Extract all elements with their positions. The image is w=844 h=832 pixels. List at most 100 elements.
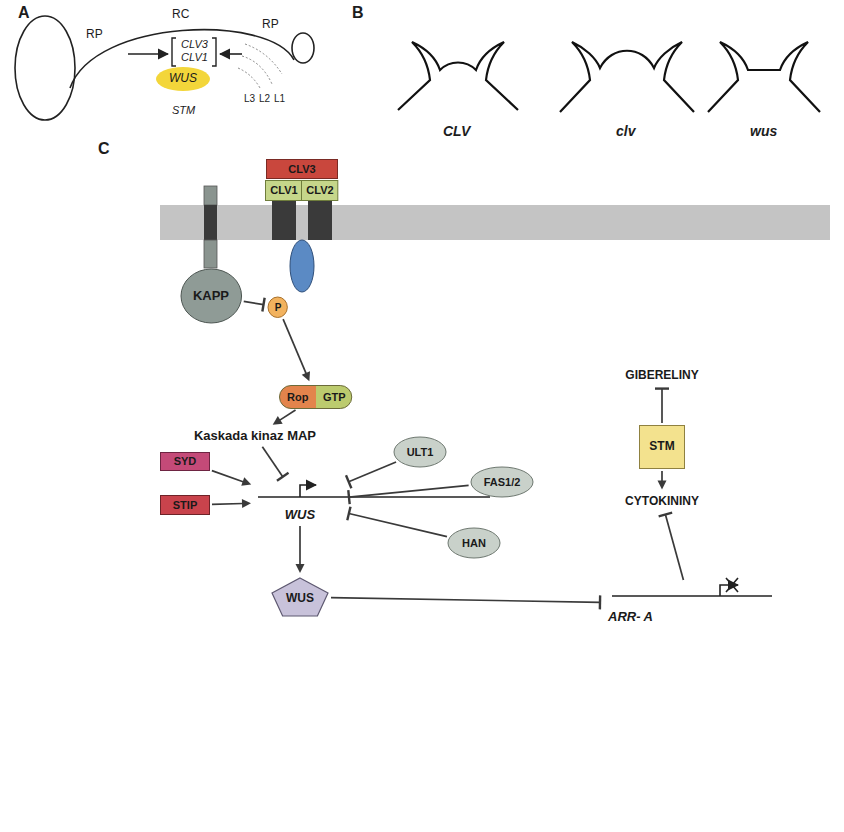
inhibition-bar bbox=[347, 507, 350, 521]
connector-line bbox=[349, 485, 469, 497]
inhibition-connector bbox=[347, 507, 447, 537]
ellipse-outline bbox=[394, 437, 446, 467]
promoter-arrow bbox=[300, 485, 316, 497]
node-text: FAS1/2 bbox=[484, 476, 521, 488]
inhibition-bar bbox=[659, 513, 673, 517]
connector-line bbox=[212, 471, 244, 482]
inhibition-connector bbox=[262, 447, 288, 481]
pentagon-outline bbox=[272, 578, 328, 616]
node-text: STIP bbox=[173, 499, 197, 511]
node-text: CLV2 bbox=[306, 184, 333, 196]
meristem-outline bbox=[708, 42, 820, 112]
bracket bbox=[212, 38, 216, 66]
node-text: Rop bbox=[279, 391, 316, 403]
box-outline bbox=[640, 426, 685, 469]
region-label: RC bbox=[172, 8, 189, 21]
leaf-primordium bbox=[15, 16, 75, 120]
promoter-arrow bbox=[720, 585, 738, 596]
inhibition-connector bbox=[331, 595, 600, 609]
ellipse-outline bbox=[156, 67, 210, 91]
arrowhead bbox=[296, 564, 305, 573]
gene-label: CLV1 bbox=[181, 51, 208, 63]
connector-line bbox=[665, 514, 683, 580]
activation-connector bbox=[212, 471, 251, 486]
activation-connector bbox=[296, 526, 305, 573]
expression-zone: WUS bbox=[155, 66, 211, 92]
node-text: KAPP bbox=[193, 289, 229, 303]
inhibition-connector bbox=[655, 389, 669, 423]
node-text: WUS bbox=[286, 592, 314, 605]
node-text: HAN bbox=[462, 537, 486, 549]
connector-line bbox=[349, 514, 447, 537]
protein-pentagon: WUS bbox=[271, 577, 329, 617]
layer-label: L1 bbox=[274, 93, 285, 104]
arrowhead bbox=[241, 477, 251, 485]
signal-arrow bbox=[128, 53, 168, 55]
kapp-anchor bbox=[204, 186, 217, 205]
box-outline bbox=[161, 452, 210, 470]
arrowhead bbox=[302, 371, 310, 381]
connector-line bbox=[283, 319, 306, 374]
activation-connector bbox=[273, 410, 296, 425]
kapp-anchor bbox=[204, 240, 217, 268]
connector-line bbox=[262, 447, 282, 477]
cell-membrane bbox=[160, 205, 830, 240]
activation-connector bbox=[283, 319, 310, 381]
ellipse-outline bbox=[448, 528, 500, 558]
connector-line bbox=[244, 301, 264, 304]
layer-label: L2 bbox=[259, 93, 270, 104]
box-outline bbox=[266, 180, 302, 200]
transmembrane-domain bbox=[308, 200, 332, 240]
connector-line bbox=[299, 526, 301, 565]
node-text: ARR- A bbox=[608, 610, 653, 624]
activation-connector bbox=[212, 499, 251, 508]
pill-outline bbox=[280, 386, 352, 409]
layer-label: L3 bbox=[244, 93, 255, 104]
panel-letter: C bbox=[98, 140, 110, 158]
phenotype-label: wus bbox=[750, 124, 777, 139]
meristem-outline bbox=[560, 42, 694, 112]
transmembrane-domain bbox=[272, 200, 296, 240]
node-text: CYTOKININY bbox=[625, 495, 699, 508]
kinase-domain bbox=[290, 240, 314, 292]
connector-line bbox=[212, 503, 243, 506]
ligand-box: CLV3 bbox=[266, 159, 338, 179]
gene-label: CLV3 bbox=[181, 38, 208, 50]
gene-label: ARR- A bbox=[604, 582, 776, 626]
connector-line bbox=[661, 389, 663, 423]
phosphate-dot: P bbox=[267, 296, 288, 319]
regulator-ellipse: HAN bbox=[447, 527, 501, 559]
node-text: Kaskada kinaz MAP bbox=[194, 429, 316, 443]
protein-box: STM bbox=[639, 425, 685, 469]
cell-layer-line bbox=[242, 56, 272, 84]
blocked-cross bbox=[726, 578, 738, 592]
connector-line bbox=[279, 410, 295, 420]
receptor-box: CLV2 bbox=[301, 180, 338, 201]
cell-layer-line bbox=[238, 68, 260, 88]
gene-label: STM bbox=[172, 104, 195, 116]
activation-connector bbox=[657, 471, 666, 489]
regulator-ellipse: ULT1 bbox=[393, 436, 447, 468]
inhibition-connector bbox=[346, 462, 396, 488]
protein-box: SYD bbox=[160, 452, 210, 471]
gene-line bbox=[258, 496, 490, 498]
panel-letter: B bbox=[352, 4, 364, 22]
signal-arrow bbox=[220, 53, 242, 55]
regulator-ellipse: FAS1/2 bbox=[470, 466, 534, 498]
gene-line bbox=[612, 595, 772, 597]
receptor-box: CLV1 bbox=[265, 180, 302, 201]
node-text: WUS bbox=[169, 72, 197, 85]
inhibition-bar bbox=[348, 490, 349, 504]
node-text: WUS bbox=[285, 508, 315, 522]
arrowhead bbox=[657, 480, 666, 489]
node-text: STM bbox=[649, 440, 674, 453]
inhibition-bar bbox=[599, 595, 602, 609]
inhibition-bar bbox=[655, 387, 669, 389]
panel-letter: A bbox=[18, 4, 30, 22]
connector-line bbox=[349, 462, 396, 482]
ellipse-outline bbox=[471, 467, 533, 497]
bracket bbox=[172, 38, 176, 66]
